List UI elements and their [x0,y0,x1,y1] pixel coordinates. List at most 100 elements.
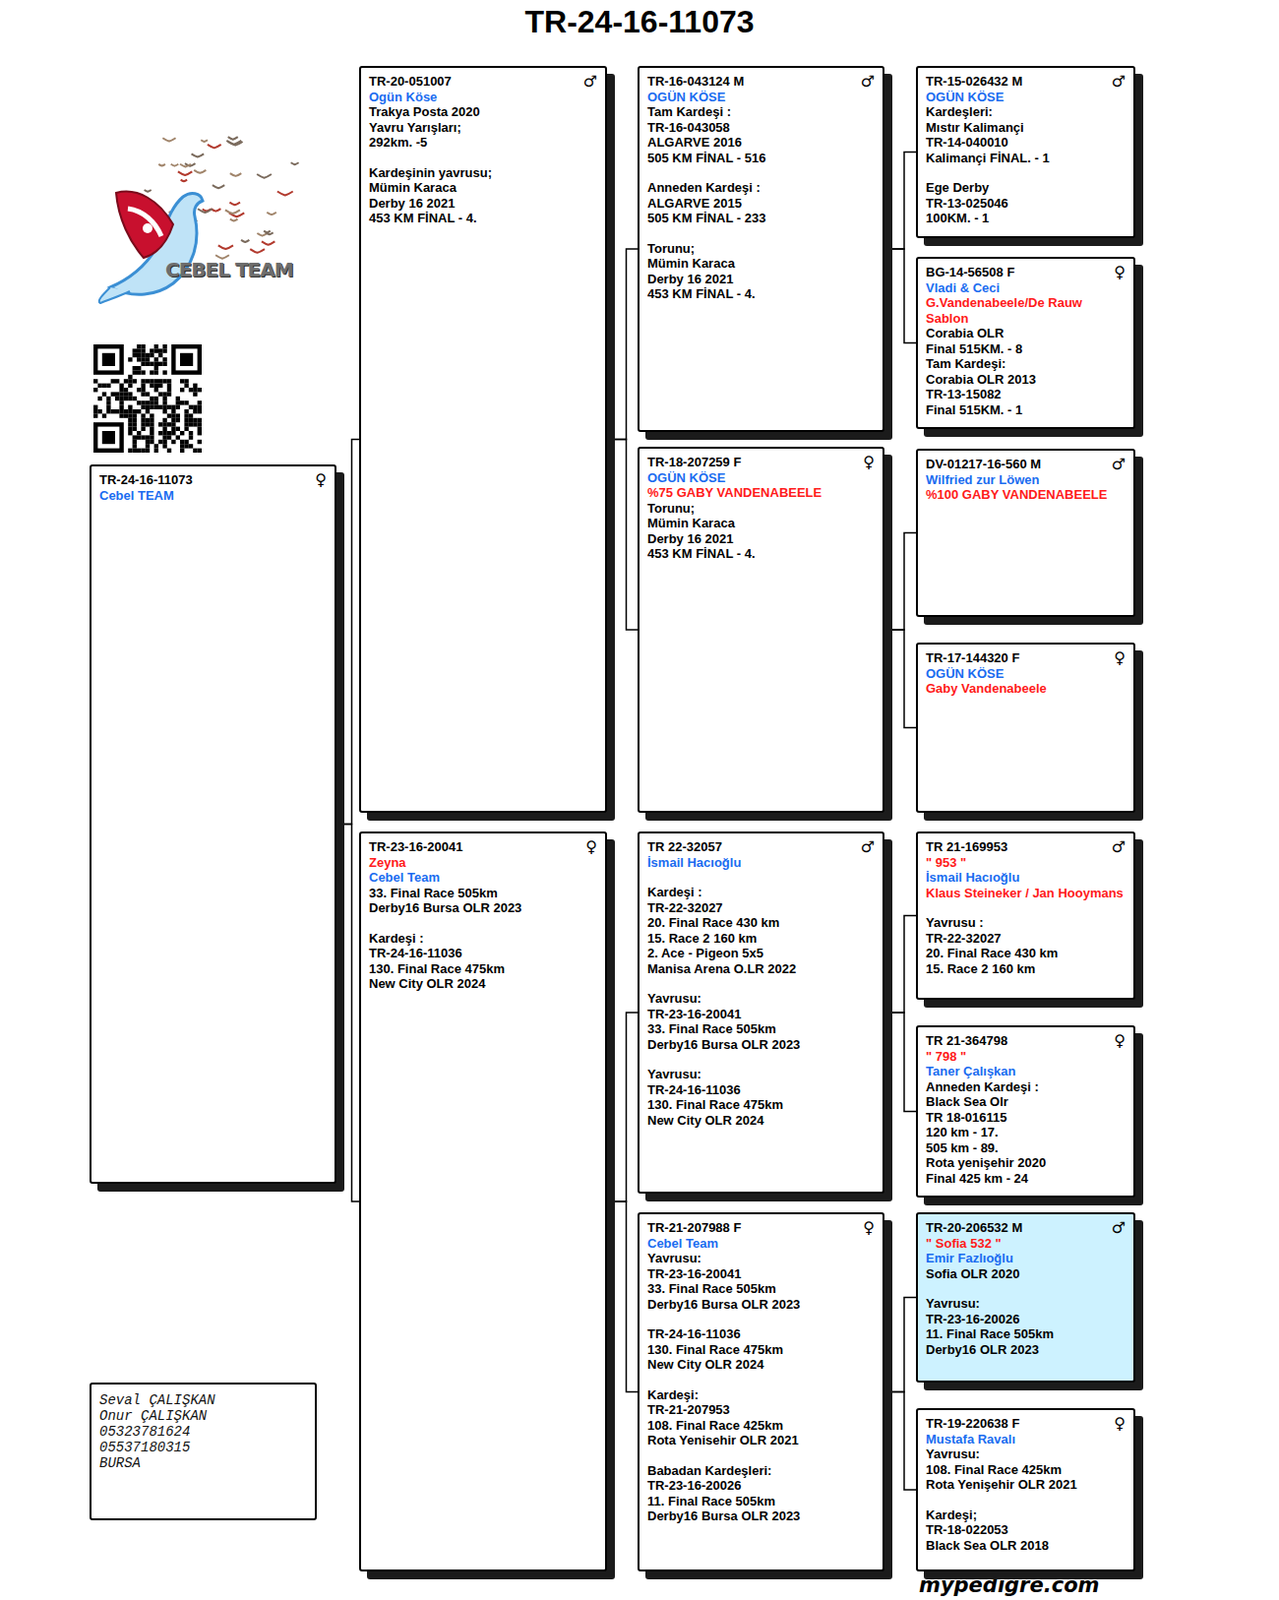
pedigree-line: İsmail Hacıoğlu [925,869,1126,886]
qr-module [162,348,167,353]
pedigree-connector [884,629,916,729]
flock-bird [228,136,239,140]
qr-module [93,413,98,418]
pedigree-line: Cebel Team [368,869,598,886]
pedigree-connector [336,824,360,1203]
pedigree-line: Anneden Kardeşi : [647,180,875,196]
pedigree-line: ALGARVE 2016 [647,134,875,151]
flock-bird [226,140,242,145]
qr-module [132,378,137,383]
pedigree-line: TR-13-025046 [925,195,1126,212]
qr-module [176,426,181,431]
qr-module [171,439,176,444]
qr-module [171,422,176,427]
qr-module [188,418,193,423]
qr-module [132,365,137,370]
pedigree-line: Wilfried zur Löwen [925,472,1126,488]
qr-module [188,434,193,439]
pedigree-line: 20. Final Race 430 km [647,914,875,931]
pedigree-line: TR-13-15082 [925,386,1126,403]
qr-module [106,400,111,405]
flock-bird [230,173,242,177]
qr-module [158,383,163,388]
qr-module [158,391,163,396]
qr-module [197,439,202,444]
qr-module [154,396,159,401]
gender-symbol: ♀ [1113,1415,1126,1432]
qr-module [197,418,202,423]
qr-module [167,391,172,396]
qr-module [162,378,167,383]
pedigree-line: TR-23-16-20041 [647,1006,875,1023]
pedigree-line: Kardeşi: [647,1387,875,1403]
qr-module [140,400,145,405]
pedigree-line: Rota yenişehir 2020 [925,1155,1126,1171]
qr-module [154,448,159,453]
qr-module [106,396,111,401]
qr-module [145,353,150,358]
pedigree-line: TR-22-32027 [647,900,875,916]
pedigree-line: 15. Race 2 160 km [925,961,1126,977]
pedigree-line: OGÜN KÖSE [925,89,1126,106]
qr-module [115,378,120,383]
qr-module [154,365,159,370]
qr-module [93,409,98,414]
qr-module [145,422,150,427]
pedigree-line: Yavrusu : [925,914,1126,931]
flock-bird [200,139,208,142]
qr-module [167,387,172,392]
pedigree-line: " 953 " [925,854,1126,871]
qr-module [93,387,98,392]
qr-module [145,448,150,453]
flock-bird [197,208,213,213]
qr-module [183,426,188,431]
flock-bird [181,180,187,183]
pedigree-line: 108. Final Race 425km [647,1417,875,1434]
qr-module [123,391,128,396]
qr-module [127,396,132,401]
flock-bird [191,153,205,157]
flock-bird [249,248,265,253]
qr-module [180,430,184,435]
qr-module [162,396,167,401]
ring-number: TR-20-206532 M [925,1219,1126,1236]
gender-symbol: ♂ [1111,73,1126,90]
pedigree-line: New City OLR 2024 [647,1112,875,1129]
qr-module [132,353,137,358]
qr-module [149,430,154,435]
qr-finder [102,353,116,366]
qr-module [140,413,145,418]
qr-module [140,378,145,383]
gender-symbol: ♀ [862,454,875,471]
ring-number: TR-21-207988 F [647,1219,875,1236]
qr-module [192,405,197,410]
qr-module [140,348,145,353]
qr-module [97,409,102,414]
pedigree-line: Rota Yenişehir OLR 2021 [925,1476,1126,1493]
qr-module [167,405,172,410]
qr-module [171,413,176,418]
flock-bird [229,202,241,206]
pedigree-line: ALGARVE 2015 [647,195,875,212]
qr-module [111,378,116,383]
pedigree-connector [607,248,638,440]
qr-module [162,439,167,444]
qr-module [183,439,188,444]
qr-module [171,405,176,410]
gender-symbol: ♂ [1111,1219,1126,1236]
pedigree-line: İsmail Hacıoğlu [647,854,875,871]
qr-finder [171,344,202,375]
flock-bird [261,241,275,244]
qr-finder [180,353,193,366]
qr-module [197,448,202,453]
ring-number: TR-16-043124 M [647,73,875,90]
qr-module [183,413,188,418]
qr-module [188,422,193,427]
gender-symbol: ♀ [1113,264,1126,281]
qr-module [127,418,132,423]
qr-module [176,413,181,418]
qr-module [127,413,132,418]
qr-module [127,422,132,427]
qr-finder [97,348,120,370]
qr-module [127,448,132,453]
